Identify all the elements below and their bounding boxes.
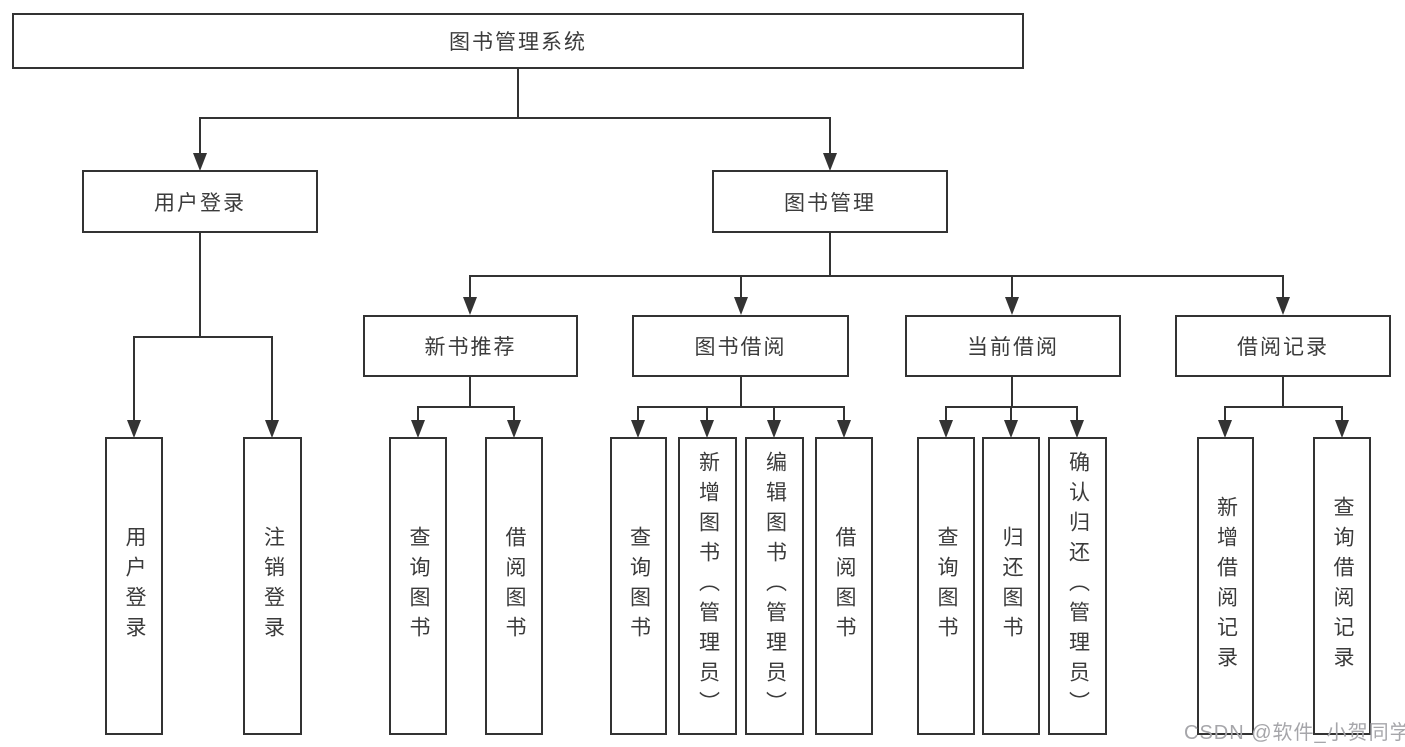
leaf-label: 查询图书 [407,526,430,646]
connector-section-rail [417,406,515,408]
arrowhead-icon [507,420,521,438]
connector-drop [513,406,515,420]
arrowhead-icon [734,297,748,315]
arrowhead-icon [700,420,714,438]
leaf-label: 新增借阅记录 [1214,496,1238,676]
leaf-logout: 注销登录 [243,437,302,735]
arrowhead-icon [411,420,425,438]
arrowhead-icon [631,420,645,438]
leaf-label: 查询图书 [627,526,651,646]
connector-mgmt-stem [829,233,831,276]
node-label: 图书借阅 [694,336,787,359]
connector-section-stem [740,377,742,407]
connector-login-rail [133,336,273,338]
leaf-label: 注销登录 [261,526,285,646]
arrowhead-icon [193,153,207,171]
connector-drop [271,336,273,420]
node-label: 借阅记录 [1237,336,1329,359]
leaf-add-books-admin: 新增图书（管理员） [678,437,737,735]
connector-section-rail [637,406,845,408]
connector-level1-rail [199,117,831,119]
leaf-query-books-borrowing: 查询图书 [610,437,667,735]
leaf-add-borrow-record: 新增借阅记录 [1197,437,1254,735]
connector-drop [1011,275,1013,298]
connector-login-stem [199,233,201,337]
leaf-label: 借阅图书 [503,526,526,646]
node-label: 用户登录 [154,191,246,215]
connector-root-stem [517,69,519,118]
connector-login-drop [199,117,201,153]
leaf-label: 查询图书 [935,526,958,646]
connector-drop [945,406,947,420]
leaf-query-borrow-record: 查询借阅记录 [1313,437,1371,735]
arrowhead-icon [265,420,279,438]
connector-drop [1010,406,1012,420]
leaf-label: 查询借阅记录 [1331,496,1354,676]
leaf-query-books-current: 查询图书 [917,437,975,735]
node-new-book-recommendation: 新书推荐 [363,315,578,377]
arrowhead-icon [463,297,477,315]
connector-drop [469,275,471,298]
leaf-borrow-books-recommend: 借阅图书 [485,437,543,735]
node-user-login: 用户登录 [82,170,318,233]
leaf-confirm-return-admin: 确认归还（管理员） [1048,437,1107,735]
connector-section-rail [1224,406,1343,408]
connector-mgmt-drop [829,117,831,153]
node-book-management: 图书管理 [712,170,948,233]
leaf-label: 用户登录 [123,526,146,646]
arrowhead-icon [939,420,953,438]
arrowhead-icon [1070,420,1084,438]
leaf-label: 归还图书 [1000,526,1023,646]
node-current-borrowing: 当前借阅 [905,315,1121,377]
connector-drop [133,336,135,420]
connector-drop [1224,406,1226,420]
leaf-label: 编辑图书（管理员） [763,451,787,721]
arrowhead-icon [1004,420,1018,438]
arrowhead-icon [1218,420,1232,438]
arrowhead-icon [1005,297,1019,315]
node-book-borrowing: 图书借阅 [632,315,849,377]
leaf-query-books-recommend: 查询图书 [389,437,447,735]
arrowhead-icon [1335,420,1349,438]
arrowhead-icon [767,420,781,438]
node-label: 图书管理系统 [449,31,587,54]
leaf-return-books: 归还图书 [982,437,1040,735]
connector-section-stem [1011,377,1013,407]
connector-drop [1076,406,1078,420]
arrowhead-icon [823,153,837,171]
connector-drop [740,275,742,298]
node-borrowing-records: 借阅记录 [1175,315,1391,377]
leaf-edit-books-admin: 编辑图书（管理员） [745,437,804,735]
leaf-label: 新增图书（管理员） [696,451,720,721]
node-label: 新书推荐 [424,336,517,359]
connector-drop [1282,275,1284,298]
csdn-watermark: CSDN @软件_小贺同学 [1184,722,1405,744]
node-label: 当前借阅 [967,336,1059,359]
leaf-user-login: 用户登录 [105,437,163,735]
connector-drop [706,406,708,420]
connector-drop [1341,406,1343,420]
leaf-borrow-books: 借阅图书 [815,437,873,735]
arrowhead-icon [1276,297,1290,315]
node-label: 图书管理 [784,191,876,215]
connector-drop [417,406,419,420]
connector-drop [773,406,775,420]
leaf-label: 确认归还（管理员） [1066,451,1090,721]
node-library-management-system: 图书管理系统 [12,13,1024,69]
connector-section-stem [469,377,471,407]
connector-level2-rail [469,275,1284,277]
leaf-label: 借阅图书 [833,526,856,646]
arrowhead-icon [127,420,141,438]
connector-drop [843,406,845,420]
connector-section-stem [1282,377,1284,407]
arrowhead-icon [837,420,851,438]
connector-drop [637,406,639,420]
